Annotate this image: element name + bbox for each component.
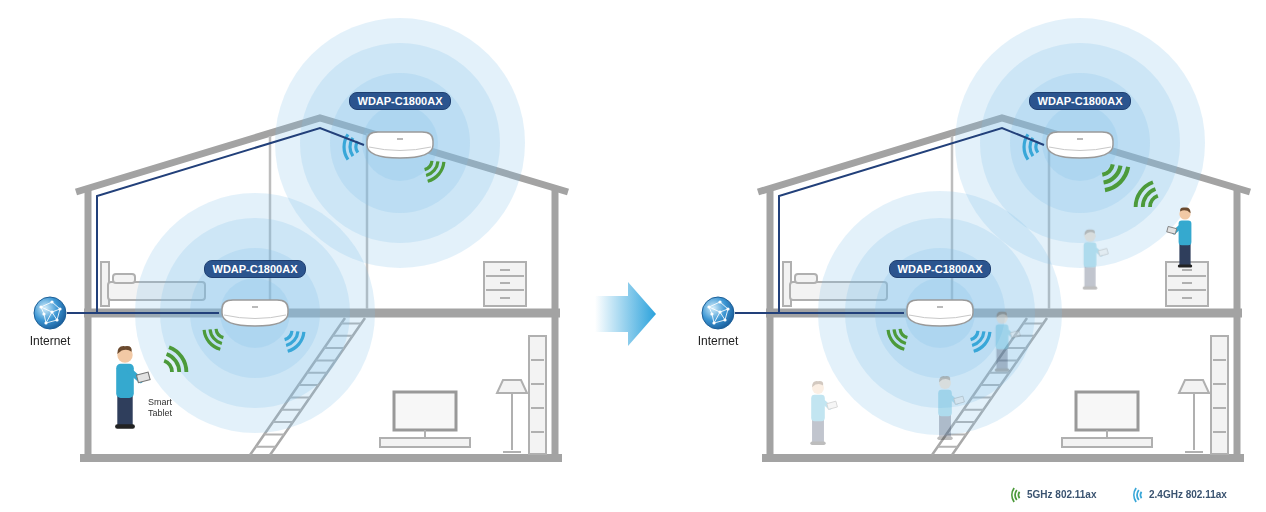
globe-network	[714, 312, 720, 323]
internet-globe: Internet	[30, 296, 71, 348]
access-point-device	[1044, 130, 1116, 160]
device-rim	[1049, 147, 1111, 151]
ethernet-cable	[67, 128, 364, 313]
person-faded	[995, 311, 1020, 371]
device-body	[367, 132, 433, 158]
access-point: WDAP-C1800AX	[204, 260, 307, 328]
globe-network	[725, 309, 728, 320]
legend-label: 5GHz 802.11ax	[1027, 489, 1097, 501]
access-point: WDAP-C1800AX	[349, 92, 452, 160]
globe-network	[57, 309, 60, 320]
access-point-device	[904, 298, 976, 328]
globe	[702, 297, 734, 329]
transition-arrow	[595, 282, 656, 346]
device-caption: Smart Tablet	[148, 397, 178, 419]
globe-network	[41, 302, 52, 307]
device-logo	[252, 306, 258, 308]
device-logo	[397, 138, 403, 140]
globe-node	[726, 307, 729, 310]
signal-waves	[159, 134, 1162, 378]
ethernet-cable	[735, 128, 1044, 313]
globe-node	[42, 312, 45, 315]
globe-network	[41, 307, 52, 312]
access-point-device	[364, 130, 436, 160]
person-faded	[937, 376, 964, 440]
globe-node	[718, 300, 721, 303]
globe-node	[39, 305, 42, 308]
model-label: WDAP-C1800AX	[349, 92, 452, 110]
globe-node	[723, 318, 726, 321]
device-rim	[909, 315, 971, 319]
person	[1167, 207, 1192, 267]
globe-network	[46, 312, 52, 323]
model-label: WDAP-C1800AX	[1029, 92, 1132, 110]
internet-label: Internet	[698, 334, 739, 348]
device-body	[1047, 132, 1113, 158]
globe-node	[58, 307, 61, 310]
ethernet-cable	[67, 312, 219, 314]
globe-node	[55, 318, 58, 321]
globe-node	[44, 321, 47, 324]
access-point-device	[219, 298, 291, 328]
person-faded	[810, 381, 837, 445]
device-body	[907, 300, 973, 326]
ethernet-cable	[735, 312, 904, 314]
globe	[34, 297, 66, 329]
device-logo	[937, 306, 943, 308]
device-logo	[1077, 138, 1083, 140]
globe-node	[718, 310, 721, 313]
coverage-rings	[135, 18, 1205, 435]
access-point: WDAP-C1800AX	[889, 260, 992, 328]
globe-network	[709, 302, 720, 307]
internet-label: Internet	[30, 334, 71, 348]
internet-globe: Internet	[698, 296, 739, 348]
device-body	[222, 300, 288, 326]
model-label: WDAP-C1800AX	[204, 260, 307, 278]
legend-samples	[1012, 488, 1142, 502]
globe-node	[712, 321, 715, 324]
person-faded	[1083, 229, 1108, 289]
model-label: WDAP-C1800AX	[889, 260, 992, 278]
person	[115, 346, 150, 429]
people	[115, 207, 1192, 444]
globe-node	[710, 312, 713, 315]
globe-icon	[701, 296, 735, 330]
globe-node	[50, 310, 53, 313]
globe-icon	[33, 296, 67, 330]
device-rim	[369, 147, 431, 151]
globe-node	[50, 300, 53, 303]
legend-label: 2.4GHz 802.11ax	[1149, 489, 1227, 501]
globe-node	[707, 305, 710, 308]
device-rim	[224, 315, 286, 319]
access-point: WDAP-C1800AX	[1029, 92, 1132, 160]
globe-network	[709, 307, 720, 312]
